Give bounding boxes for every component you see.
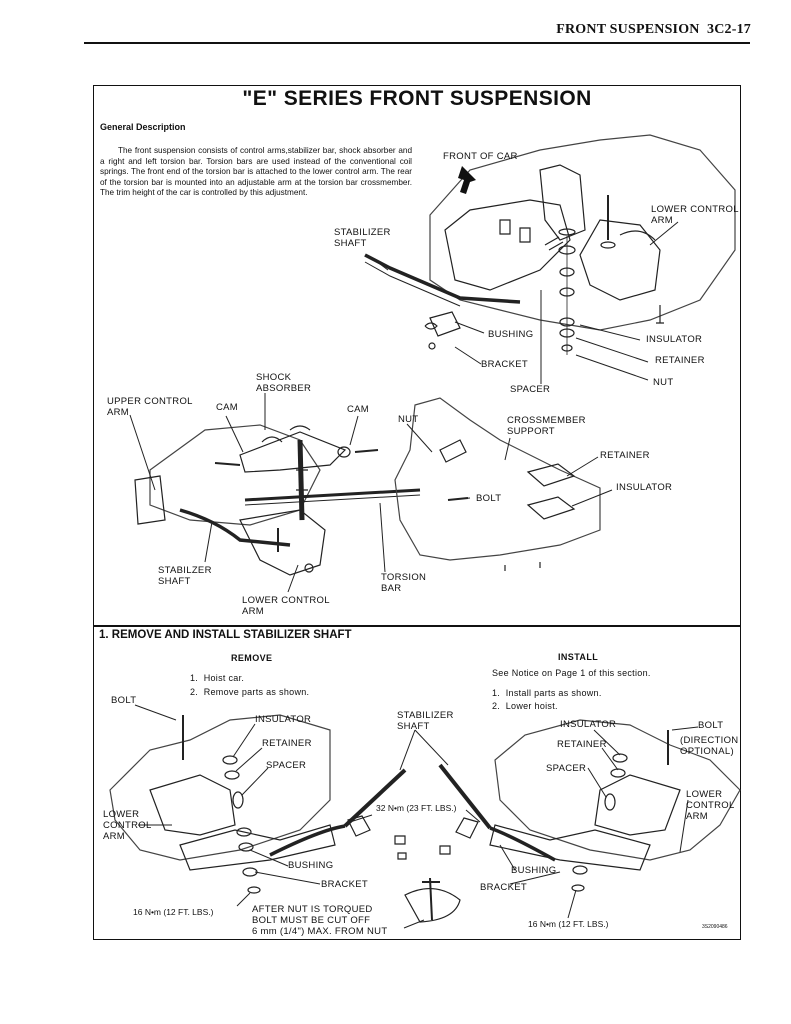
bracket-label-right: BRACKET [480, 882, 527, 893]
bottom-leader-lines [134, 704, 699, 929]
cam-label-right: CAM [347, 404, 370, 415]
bolt-label-left: BOLT [111, 695, 137, 706]
bracket-label-left: BRACKET [321, 879, 368, 890]
install-notice: See Notice on Page 1 of this section. [492, 668, 651, 678]
retainer-label-left: RETAINER [262, 738, 312, 749]
stabilizer-shaft-label-middle: STABILZER SHAFT [158, 565, 212, 587]
retainer-label-right: RETAINER [557, 739, 607, 750]
upper-control-arm-label: UPPER CONTROL ARM [107, 396, 193, 418]
insulator-label-middle: INSULATOR [616, 482, 673, 493]
lower-control-arm-label-middle: LOWER CONTROL ARM [242, 595, 330, 617]
torque-spec-left: 16 N•m (12 FT. LBS.) [133, 907, 214, 917]
header-rule [84, 42, 750, 44]
torsion-bar-label: TORSION BAR [381, 572, 427, 594]
nut-label-top: NUT [653, 377, 674, 388]
retainer-label-top: RETAINER [655, 355, 705, 366]
spacer-label-top: SPACER [510, 384, 551, 395]
top-leader-lines [371, 221, 679, 384]
bottom-left-illustration [109, 714, 461, 923]
direction-optional-note: (DIRECTION OPTIONAL) [680, 735, 739, 757]
nut-cut-note: AFTER NUT IS TORQUED BOLT MUST BE CUT OF… [252, 904, 388, 937]
install-step-2: 2. Lower hoist. [492, 701, 558, 711]
insulator-label-right: INSULATOR [560, 719, 617, 730]
cam-label-left: CAM [216, 402, 239, 413]
bushing-label-right: BUSHING [511, 865, 557, 876]
lower-control-arm-label-right: LOWER CONTROL ARM [686, 789, 735, 822]
figure-id: 3S2090486 [702, 924, 728, 930]
shock-absorber-label: SHOCK ABSORBER [256, 372, 312, 394]
spacer-label-left: SPACER [266, 760, 307, 771]
stabilizer-shaft-label-top: STABILIZER SHAFT [334, 227, 391, 249]
section-title: 1. REMOVE AND INSTALL STABILIZER SHAFT [99, 629, 352, 641]
nut-label-middle: NUT [398, 414, 419, 425]
section-divider [93, 625, 741, 627]
insulator-label-left: INSULATOR [255, 714, 312, 725]
bracket-label-top: BRACKET [481, 359, 528, 370]
general-description-heading: General Description [100, 122, 186, 132]
spacer-label-right: SPACER [546, 763, 587, 774]
lower-control-arm-label-left: LOWER CONTROL ARM [103, 809, 152, 842]
page-header: FRONT SUSPENSION 3C2-17 [556, 22, 751, 38]
retainer-label-middle: RETAINER [600, 450, 650, 461]
middle-suspension-illustration [134, 397, 601, 576]
figure-title: "E" SERIES FRONT SUSPENSION [242, 87, 592, 110]
bolt-label-right: BOLT [698, 720, 724, 731]
remove-heading: REMOVE [231, 653, 273, 663]
crossmember-support-label: CROSSMEMBER SUPPORT [507, 415, 586, 437]
front-of-car-label: FRONT OF CAR [443, 151, 518, 162]
header-title: FRONT SUSPENSION [556, 22, 700, 37]
install-heading: INSTALL [558, 652, 599, 662]
install-step-1: 1. Install parts as shown. [492, 688, 602, 698]
bushing-label-left: BUSHING [288, 860, 334, 871]
remove-step-1: 1. Hoist car. [190, 673, 245, 683]
torque-spec-right: 16 N•m (12 FT. LBS.) [528, 919, 609, 929]
lower-control-arm-label-top: LOWER CONTROL ARM [651, 204, 739, 226]
torque-spec-center: 32 N•m (23 FT. LBS.) [376, 803, 457, 813]
page-number: 3C2-17 [707, 22, 751, 37]
general-description-body: The front suspension consists of control… [100, 146, 412, 198]
stabilizer-shaft-label-bottom: STABILIZER SHAFT [397, 710, 454, 732]
figure-frame [93, 85, 741, 940]
bolt-label-middle: BOLT [476, 493, 502, 504]
insulator-label-top: INSULATOR [646, 334, 703, 345]
front-direction-arrow [458, 166, 476, 194]
middle-leader-lines [129, 393, 613, 593]
bottom-right-illustration [438, 719, 741, 892]
top-frame-illustration [364, 134, 736, 355]
bushing-label-top: BUSHING [488, 329, 534, 340]
remove-step-2: 2. Remove parts as shown. [190, 687, 310, 697]
